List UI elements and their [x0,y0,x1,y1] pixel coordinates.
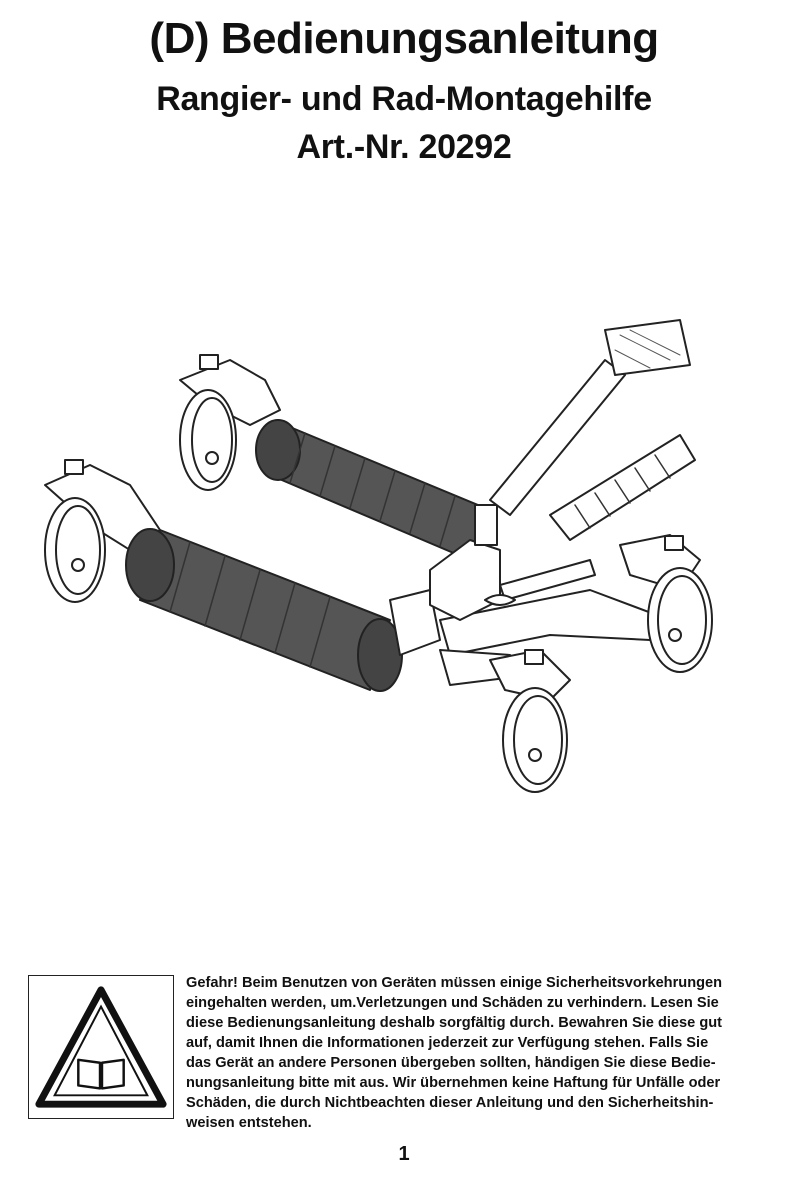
warning-line: auf, damit Ihnen die Informationen jeder… [186,1035,709,1051]
roller-rear [255,419,491,561]
hydraulic-jack [429,504,596,621]
product-name: Rangier- und Rad-Montagehilfe [156,80,652,118]
warning-line: Gefahr! Beim Benutzen von Geräten müssen… [186,975,723,991]
caster-wheel-rear-left [179,354,281,491]
warning-line: weisen entstehen. [186,1115,312,1131]
read-manual-warning-icon [28,975,174,1119]
warning-line: diese Bedienungsanleitung deshalb sorgfä… [186,1015,723,1031]
warning-line: Schäden, die durch Nichtbeachten dieser … [186,1095,714,1111]
roller-front [125,528,403,692]
article-number: Art.-Nr. 20292 [296,128,512,166]
caster-wheel-front-right [489,649,571,793]
caster-wheel-front-left [44,459,161,603]
caster-wheel-right [619,534,713,673]
page-number: 1 [398,1143,410,1165]
wheel-dolly-illustration [44,319,713,793]
warning-line: eingehalten werden, um.Verletzungen und … [186,995,719,1011]
ratchet-bar [549,434,696,541]
safety-warning-text: Gefahr! Beim Benutzen von Geräten müssen… [186,973,782,1133]
warning-line: nungsanleitung bitte mit aus. Wir überne… [186,1075,721,1091]
warning-line: das Gerät an andere Personen übergeben s… [186,1055,716,1071]
page-title: (D) Bedienungsanleitung [149,14,659,63]
handle-lever [489,319,691,516]
